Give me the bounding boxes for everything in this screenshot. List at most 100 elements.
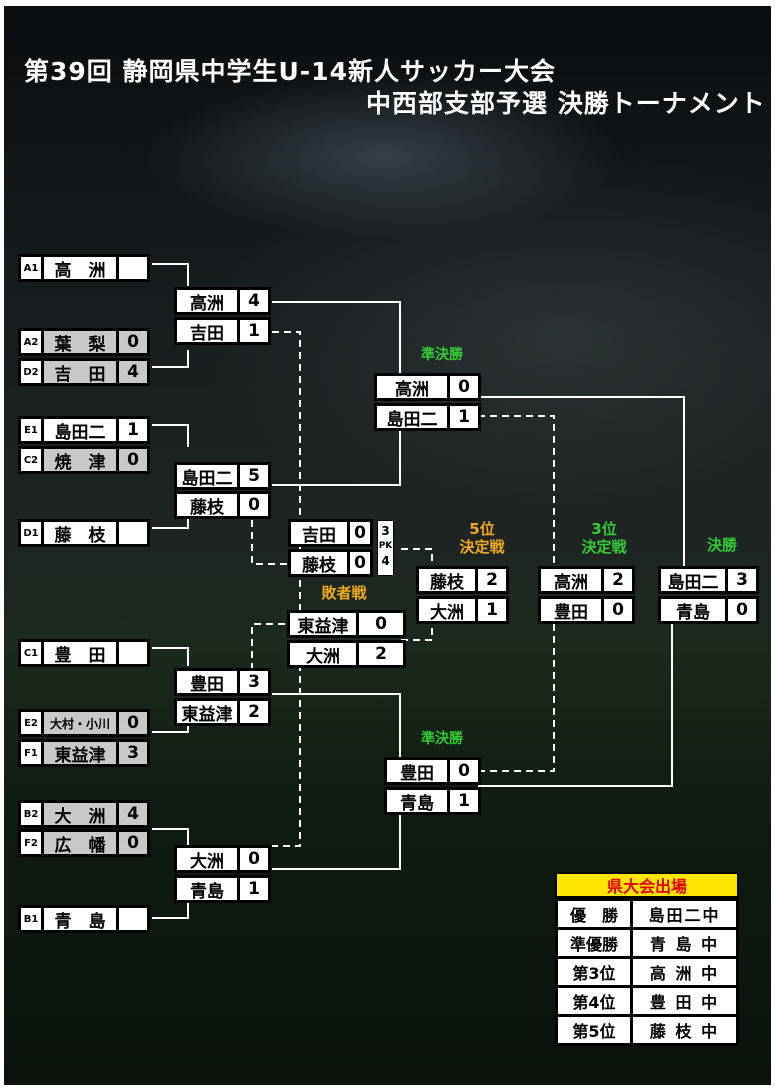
seed-slot-e1: E1 島田二 1	[18, 416, 150, 444]
team-score: 0	[450, 760, 478, 782]
team-name: 大村・小川	[44, 712, 116, 734]
semifinal-slot: 島田二 1	[374, 403, 481, 431]
seed-slot-e2: E2 大村・小川 0	[18, 709, 150, 737]
team-score: 4	[119, 803, 147, 825]
team-name: 吉 田	[44, 361, 116, 383]
team-score: 4	[119, 361, 147, 383]
team-name: 豊田	[177, 671, 237, 693]
third-place-slot: 豊田 0	[538, 596, 635, 624]
team-score: 0	[119, 712, 147, 734]
team-score: 0	[728, 599, 756, 621]
seed-code: F2	[21, 832, 41, 854]
third-place-slot: 高洲 2	[538, 566, 635, 594]
team-score	[119, 908, 147, 930]
team-score: 0	[350, 552, 370, 574]
team-score: 2	[240, 701, 268, 723]
team-name: 高 洲	[44, 257, 116, 279]
title-line-2: 中西部支部予選 決勝トーナメント	[366, 89, 766, 118]
team-score: 0	[359, 613, 403, 635]
pk-score-top: 3	[381, 524, 390, 538]
seed-slot-c2: C2 焼 津 0	[18, 446, 150, 474]
seed-slot-f1: F1 東益津 3	[18, 739, 150, 767]
qualifier-team: 島田二中	[633, 901, 736, 927]
round2-slot: 島田二 5	[174, 462, 271, 490]
qualifier-team: 藤 枝 中	[633, 1017, 736, 1043]
seed-slot-d1: D1 藤 枝	[18, 519, 150, 547]
team-score: 0	[604, 599, 632, 621]
qualifier-team: 青 島 中	[633, 930, 736, 956]
title-line-1: 第39回 静岡県中学生U-14新人サッカー大会	[24, 57, 556, 86]
qualifier-team: 高 洲 中	[633, 959, 736, 985]
bracket-canvas: 第39回 静岡県中学生U-14新人サッカー大会 中西部支部予選 決勝トーナメント	[4, 6, 771, 1085]
round2-slot: 東益津 2	[174, 698, 271, 726]
seed-code: C1	[21, 642, 41, 664]
seed-code: F1	[21, 742, 41, 764]
third-place-label: 3位 決定戦	[581, 520, 627, 556]
team-name: 吉田	[291, 522, 347, 544]
round2-slot: 豊田 3	[174, 668, 271, 696]
team-score: 1	[240, 878, 268, 900]
qualifier-row: 準優勝 青 島 中	[555, 927, 739, 956]
seed-slot-a2: A2 葉 梨 0	[18, 328, 150, 356]
semifinal-slot: 青島 1	[384, 787, 481, 815]
team-name: 島田二	[377, 406, 447, 428]
seed-code: E1	[21, 419, 41, 441]
fifth-place-slot: 藤枝 2	[416, 566, 509, 594]
team-name: 青島	[177, 878, 237, 900]
losers-a-slot: 吉田 0	[288, 519, 373, 547]
team-name: 島田二	[44, 419, 116, 441]
team-score: 0	[240, 494, 268, 516]
team-score: 2	[478, 569, 506, 591]
team-score: 3	[240, 671, 268, 693]
team-score: 3	[728, 569, 756, 591]
seed-slot-f2: F2 広 幡 0	[18, 829, 150, 857]
seed-slot-a1: A1 高 洲	[18, 254, 150, 282]
seed-code: E2	[21, 712, 41, 734]
team-name: 広 幡	[44, 832, 116, 854]
losers-label: 敗者戦	[321, 584, 367, 602]
losers-b-slot: 東益津 0	[287, 610, 406, 638]
fifth-place-label: 5位 決定戦	[459, 520, 505, 556]
pk-score: 3 PK 4	[377, 520, 394, 576]
team-score: 0	[119, 832, 147, 854]
final-label: 決勝	[706, 536, 737, 554]
seed-code: D2	[21, 361, 41, 383]
team-name: 大 洲	[44, 803, 116, 825]
team-score: 2	[604, 569, 632, 591]
team-score: 1	[450, 790, 478, 812]
round2-slot: 藤枝 0	[174, 491, 271, 519]
seed-slot-c1: C1 豊 田	[18, 639, 150, 667]
team-name: 吉田	[177, 320, 237, 342]
team-score: 0	[450, 376, 478, 398]
team-score	[119, 522, 147, 544]
team-score	[119, 257, 147, 279]
team-name: 青島	[387, 790, 447, 812]
qualifier-row: 第4位 豊 田 中	[555, 985, 739, 1014]
qualifiers-table: 県大会出場 優 勝 島田二中 準優勝 青 島 中 第3位 高 洲 中 第4位 豊…	[555, 872, 739, 1046]
semifinal-slot: 豊田 0	[384, 757, 481, 785]
seed-code: A1	[21, 257, 41, 279]
seed-code: A2	[21, 331, 41, 353]
seed-code: B2	[21, 803, 41, 825]
team-name: 藤 枝	[44, 522, 116, 544]
team-name: 焼 津	[44, 449, 116, 471]
team-name: 高洲	[377, 376, 447, 398]
team-name: 豊 田	[44, 642, 116, 664]
team-score	[119, 642, 147, 664]
final-slot: 青島 0	[658, 596, 759, 624]
team-name: 東益津	[290, 613, 356, 635]
team-name: 高洲	[177, 290, 237, 312]
team-name: 藤枝	[177, 494, 237, 516]
team-name: 東益津	[44, 742, 116, 764]
losers-a-slot: 藤枝 0	[288, 549, 373, 577]
qualifier-rank: 第4位	[558, 988, 630, 1014]
semifinal-label-bottom: 準決勝	[421, 731, 463, 747]
seed-slot-b1: B1 青 島	[18, 905, 150, 933]
team-name: 豊田	[541, 599, 601, 621]
team-score: 5	[240, 465, 268, 487]
team-score: 0	[119, 331, 147, 353]
qualifier-rank: 準優勝	[558, 930, 630, 956]
team-name: 島田二	[177, 465, 237, 487]
seed-code: D1	[21, 522, 41, 544]
team-score: 0	[119, 449, 147, 471]
